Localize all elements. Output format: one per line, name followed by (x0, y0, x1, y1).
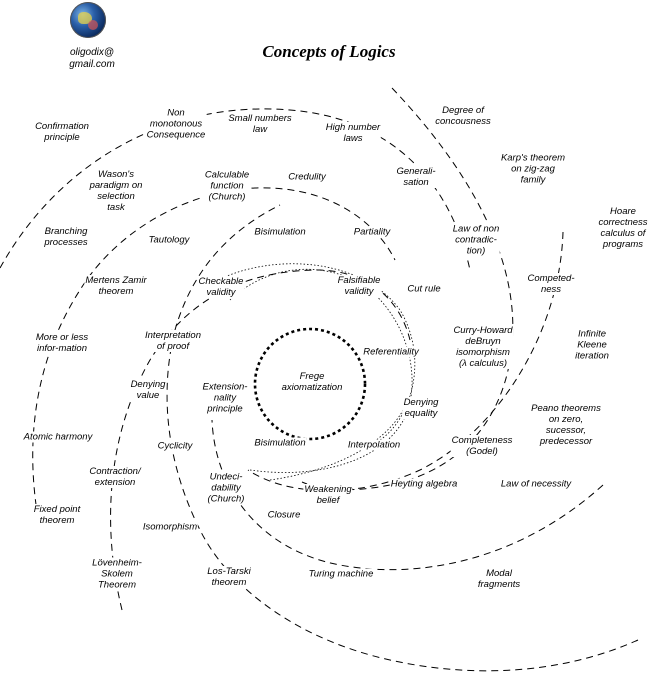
concept-law-of-necessity: Law of necessity (499, 478, 573, 490)
concept-cut-rule: Cut rule (406, 283, 442, 295)
concept-wasons-paradigm: Wason's paradigm on selection task (88, 169, 144, 213)
concept-calculable-function: Calculable function (Church) (203, 169, 251, 203)
concept-checkable-validity: Checkable validity (197, 276, 245, 298)
concept-referentiality: Referentiality (362, 346, 420, 358)
center-circle (253, 327, 367, 441)
concept-bisimulation-upper: Bisimulation (253, 226, 307, 238)
concept-curry-howard: Curry-Howard deBruyn isomorphism (λ calc… (452, 325, 514, 369)
concept-small-numbers-law: Small numbers law (227, 113, 293, 135)
concept-bisimulation-lower: Bisimulation (253, 437, 307, 449)
spiral-arm (0, 108, 471, 271)
concept-denying-value: Denying value (129, 379, 167, 401)
concept-partiality: Partiality (352, 226, 392, 238)
concept-lowenheim-skolem: Lövenheim- Skolem Theorem (91, 557, 143, 591)
spiral-arm (166, 204, 639, 672)
spiral-arm (32, 187, 396, 519)
concept-tautology: Tautology (147, 234, 191, 246)
author-email: oligodix@ gmail.com (69, 47, 115, 70)
concept-falsifiable-validity: Falsifiable validity (336, 275, 382, 297)
concept-fixed-point-theorem: Fixed point theorem (32, 504, 82, 526)
concept-heyting-algebra: Heyting algebra (389, 478, 459, 490)
concept-closure: Closure (266, 509, 302, 521)
concept-degree-of-concousness: Degree of concousness (434, 105, 492, 127)
concept-high-number-laws: High number laws (324, 122, 382, 144)
concept-turing-machine: Turing machine (307, 568, 375, 580)
concept-los-tarski: Los-Tarski theorem (206, 566, 252, 588)
concept-weakening-belief: Weakening belief (303, 484, 353, 506)
spiral-arm (301, 87, 514, 491)
concept-confirmation-principle: Confirmation principle (34, 121, 90, 143)
concept-interpolation: Interpolation (346, 439, 402, 451)
concept-infinite-kleene: Infinite Kleene iteration (574, 328, 610, 362)
concept-isomorphism: Isomorphism (141, 521, 199, 533)
spiral-arm (247, 231, 564, 492)
diagram-title: Concepts of Logics (262, 42, 396, 61)
concept-branching-processes: Branching processes (43, 226, 89, 248)
concept-interpretation-of-proof: Interpretation of proof (144, 330, 202, 352)
concept-extensionality-principle: Extension- nality principle (201, 381, 249, 415)
concept-peano-theorems: Peano theorems on zero, sucessor, predec… (530, 403, 602, 447)
concept-cyclicity: Cyclicity (156, 440, 194, 452)
concept-karps-theorem: Karp's theorem on zig-zag family (499, 152, 567, 186)
concept-generalisation: Generali- sation (395, 166, 437, 188)
concept-modal-fragments: Modal fragments (476, 568, 522, 590)
concept-credulity: Credulity (287, 171, 327, 183)
concept-completeness: Completeness (Godel) (450, 435, 514, 457)
concept-competedness: Competed- ness (526, 273, 576, 295)
concept-atomic-harmony: Atomic harmony (22, 431, 94, 443)
concept-more-or-less-information: More or less infor-mation (34, 332, 90, 354)
concept-mertens-zamir: Mertens Zamir theorem (84, 275, 148, 297)
center-concept: Frege axiomatization (281, 371, 343, 393)
logo-icon (70, 2, 106, 38)
concept-undecidability: Undeci- dability (Church) (206, 471, 246, 505)
concept-law-of-non-contradiction: Law of non contradic- tion) (451, 223, 501, 257)
concept-hoare-correctness: Hoare correctness calculus of programs (597, 206, 649, 250)
concept-contraction-extension: Contraction/ extension (88, 466, 142, 488)
concept-non-monotonous-consequence: Non monotonous Consequence (145, 107, 207, 141)
concept-denying-equality: Denying equality (402, 397, 440, 419)
